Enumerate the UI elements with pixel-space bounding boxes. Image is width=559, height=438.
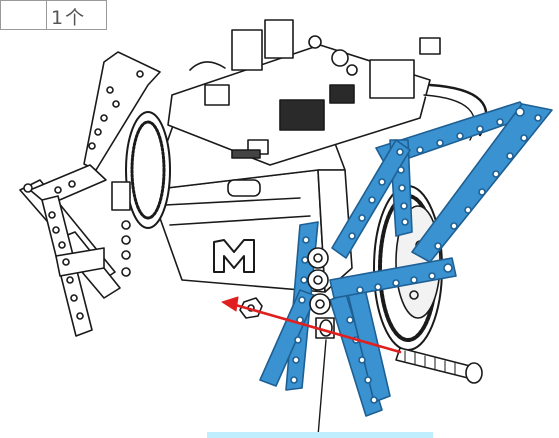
quantity-label: 1个	[51, 7, 87, 29]
quantity-box: 1个	[0, 0, 107, 30]
assembly-arrow-icon	[221, 296, 402, 354]
callout-box	[207, 432, 433, 438]
left-leg-assembly	[19, 51, 171, 337]
nut-icon	[239, 297, 263, 319]
screw-icon	[395, 347, 483, 384]
circuit-board	[167, 19, 488, 166]
blue-leg-parts	[259, 101, 553, 417]
part-image-cell	[1, 1, 47, 29]
m-logo	[213, 239, 255, 273]
callout	[207, 339, 433, 438]
